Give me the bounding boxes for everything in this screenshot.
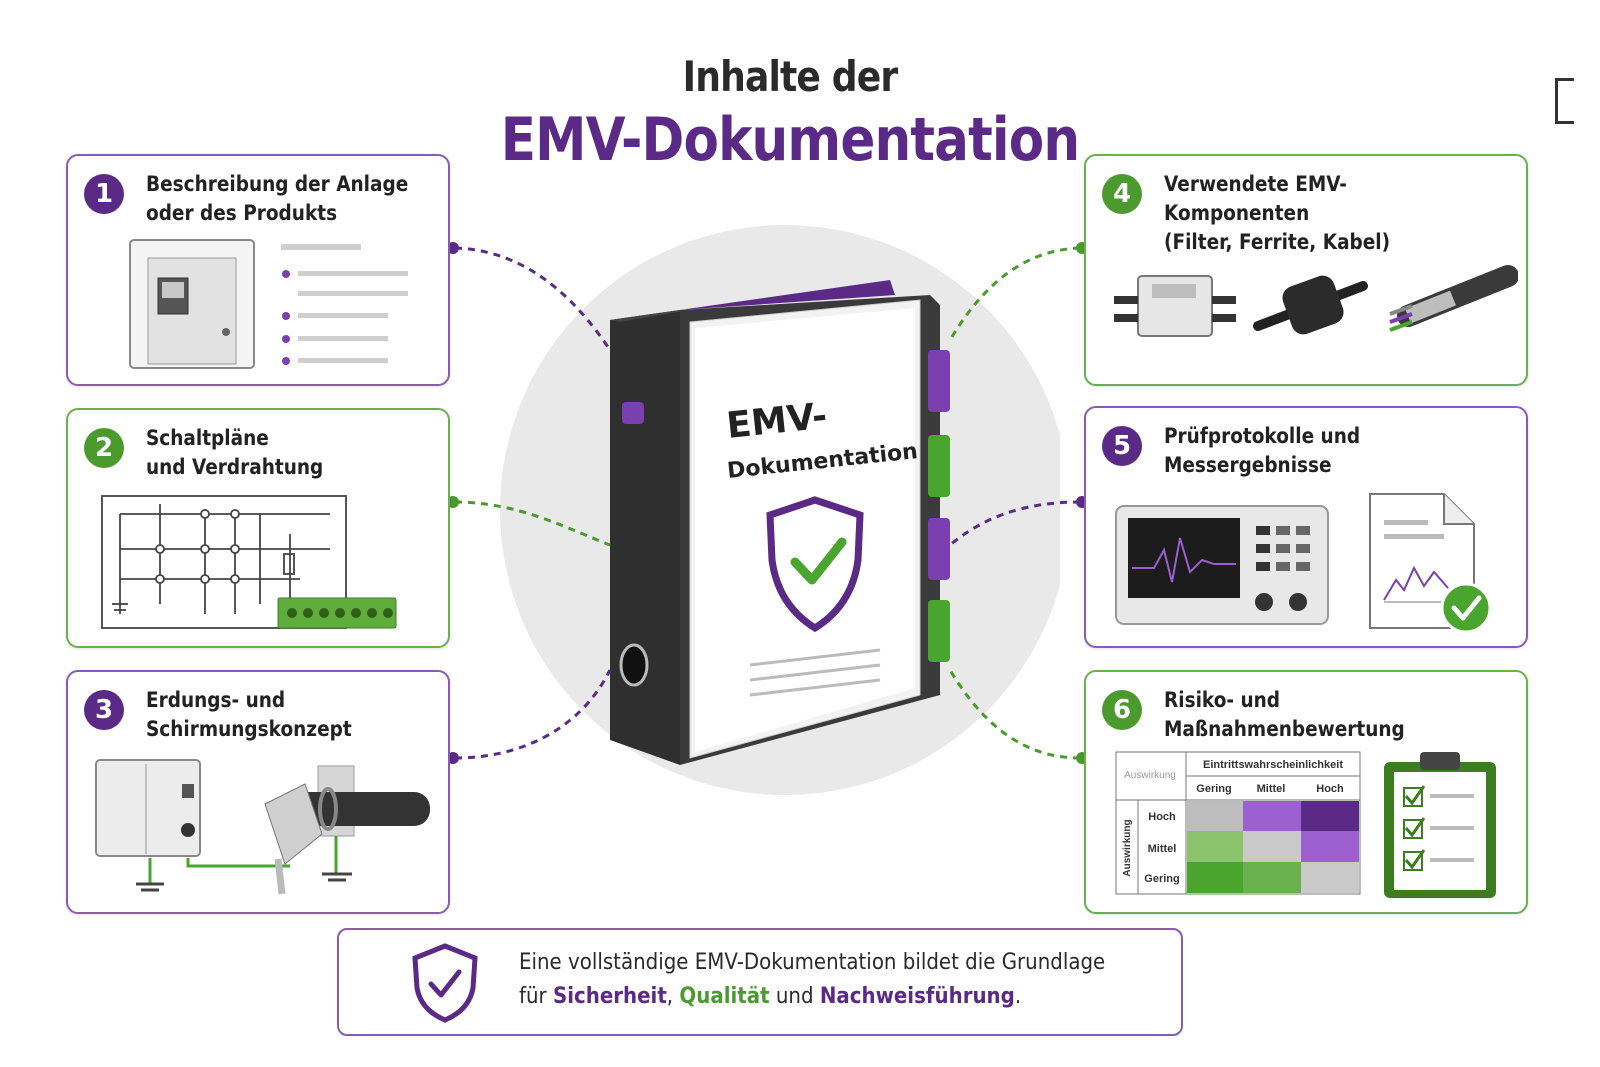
summary-box: Eine vollständige EMV-Dokumentation bild… [337, 928, 1183, 1036]
binder-illustration: EMV- Dokumentation [500, 225, 1060, 795]
card-title: Schaltpläne und Verdrahtung [146, 426, 324, 479]
title-line-1: Inhalte der [682, 52, 899, 101]
ferrite-core-icon [1253, 275, 1368, 335]
card-1: 1 Beschreibung der Anlage oder des Produ… [66, 154, 450, 386]
check-badge-icon [1440, 582, 1492, 634]
emc-filter-icon [1114, 275, 1236, 337]
title-line-2: EMV-Dokumentation [500, 105, 1080, 175]
summary-line-1: Eine vollständige EMV-Dokumentation bild… [519, 950, 1106, 975]
keyword-sicherheit: Sicherheit [552, 984, 667, 1009]
card-number: 6 [1102, 690, 1142, 730]
summary-sep-1: , [666, 984, 680, 1009]
summary-sep-2: und [769, 984, 820, 1009]
cable-icon [1389, 265, 1518, 332]
matrix-col-1: Gering [1196, 783, 1231, 795]
card-title: Risiko- und Maßnahmenbewertung [1164, 688, 1405, 741]
card-title: Beschreibung der Anlage oder des Produkt… [146, 172, 409, 225]
card-number: 5 [1102, 426, 1142, 466]
card-title: Verwendete EMV-Komponenten (Filter, Ferr… [1164, 172, 1391, 254]
terminal-block-icon [277, 597, 397, 629]
keyword-qualitaet: Qualität [679, 984, 770, 1009]
oscilloscope-icon [1115, 505, 1329, 625]
clipboard-icon [1384, 752, 1496, 898]
card-3: 3 Erdungs- und Schirmungskonzept [66, 670, 450, 914]
risk-matrix: Eintrittswahrscheinlichkeit Auswirkung G… [1115, 751, 1496, 898]
card-title: Erdungs- und Schirmungskonzept [146, 688, 352, 741]
matrix-corner-label: Auswirkung [1124, 770, 1176, 781]
connectors [447, 242, 1088, 764]
card-6: 6 Risiko- und Maßnahmenbewertung Eintrit… [1084, 670, 1528, 914]
matrix-col-3: Hoch [1316, 783, 1344, 795]
text-lines-icon [281, 244, 408, 365]
edge-fragment [1555, 78, 1574, 124]
summary-suffix: . [1014, 984, 1022, 1009]
summary-prefix: für [519, 984, 553, 1009]
summary-text: Eine vollständige EMV-Dokumentation bild… [519, 946, 1105, 1014]
card-number: 1 [84, 174, 124, 214]
card-number: 4 [1102, 174, 1142, 214]
card-number: 3 [84, 690, 124, 730]
matrix-row-header: Auswirkung [1122, 819, 1133, 876]
matrix-row-3: Gering [1144, 873, 1179, 885]
grounding-icon [95, 759, 290, 892]
keyword-nachweisfuehrung: Nachweisführung [819, 984, 1015, 1009]
shield-check-icon [412, 943, 478, 1023]
binder-icon [610, 280, 950, 765]
card-title: Prüfprotokolle und Messergebnisse [1164, 424, 1361, 477]
shielded-cable-icon [264, 765, 430, 895]
control-cabinet-icon [129, 239, 255, 369]
card-2: 2 Schaltpläne und Verdrahtung [66, 408, 450, 648]
matrix-row-1: Hoch [1148, 811, 1176, 823]
summary-line-2: für Sicherheit, Qualität und Nachweisfüh… [519, 980, 1105, 1014]
card-5: 5 Prüfprotokolle und Messergebnisse [1084, 406, 1528, 648]
card-4: 4 Verwendete EMV-Komponenten (Filter, Fe… [1084, 154, 1528, 386]
card-number: 2 [84, 428, 124, 468]
circuit-diagram-icon [101, 495, 347, 629]
matrix-col-2: Mittel [1257, 783, 1286, 795]
matrix-row-2: Mittel [1148, 843, 1177, 855]
matrix-column-header: Eintrittswahrscheinlichkeit [1203, 759, 1343, 771]
